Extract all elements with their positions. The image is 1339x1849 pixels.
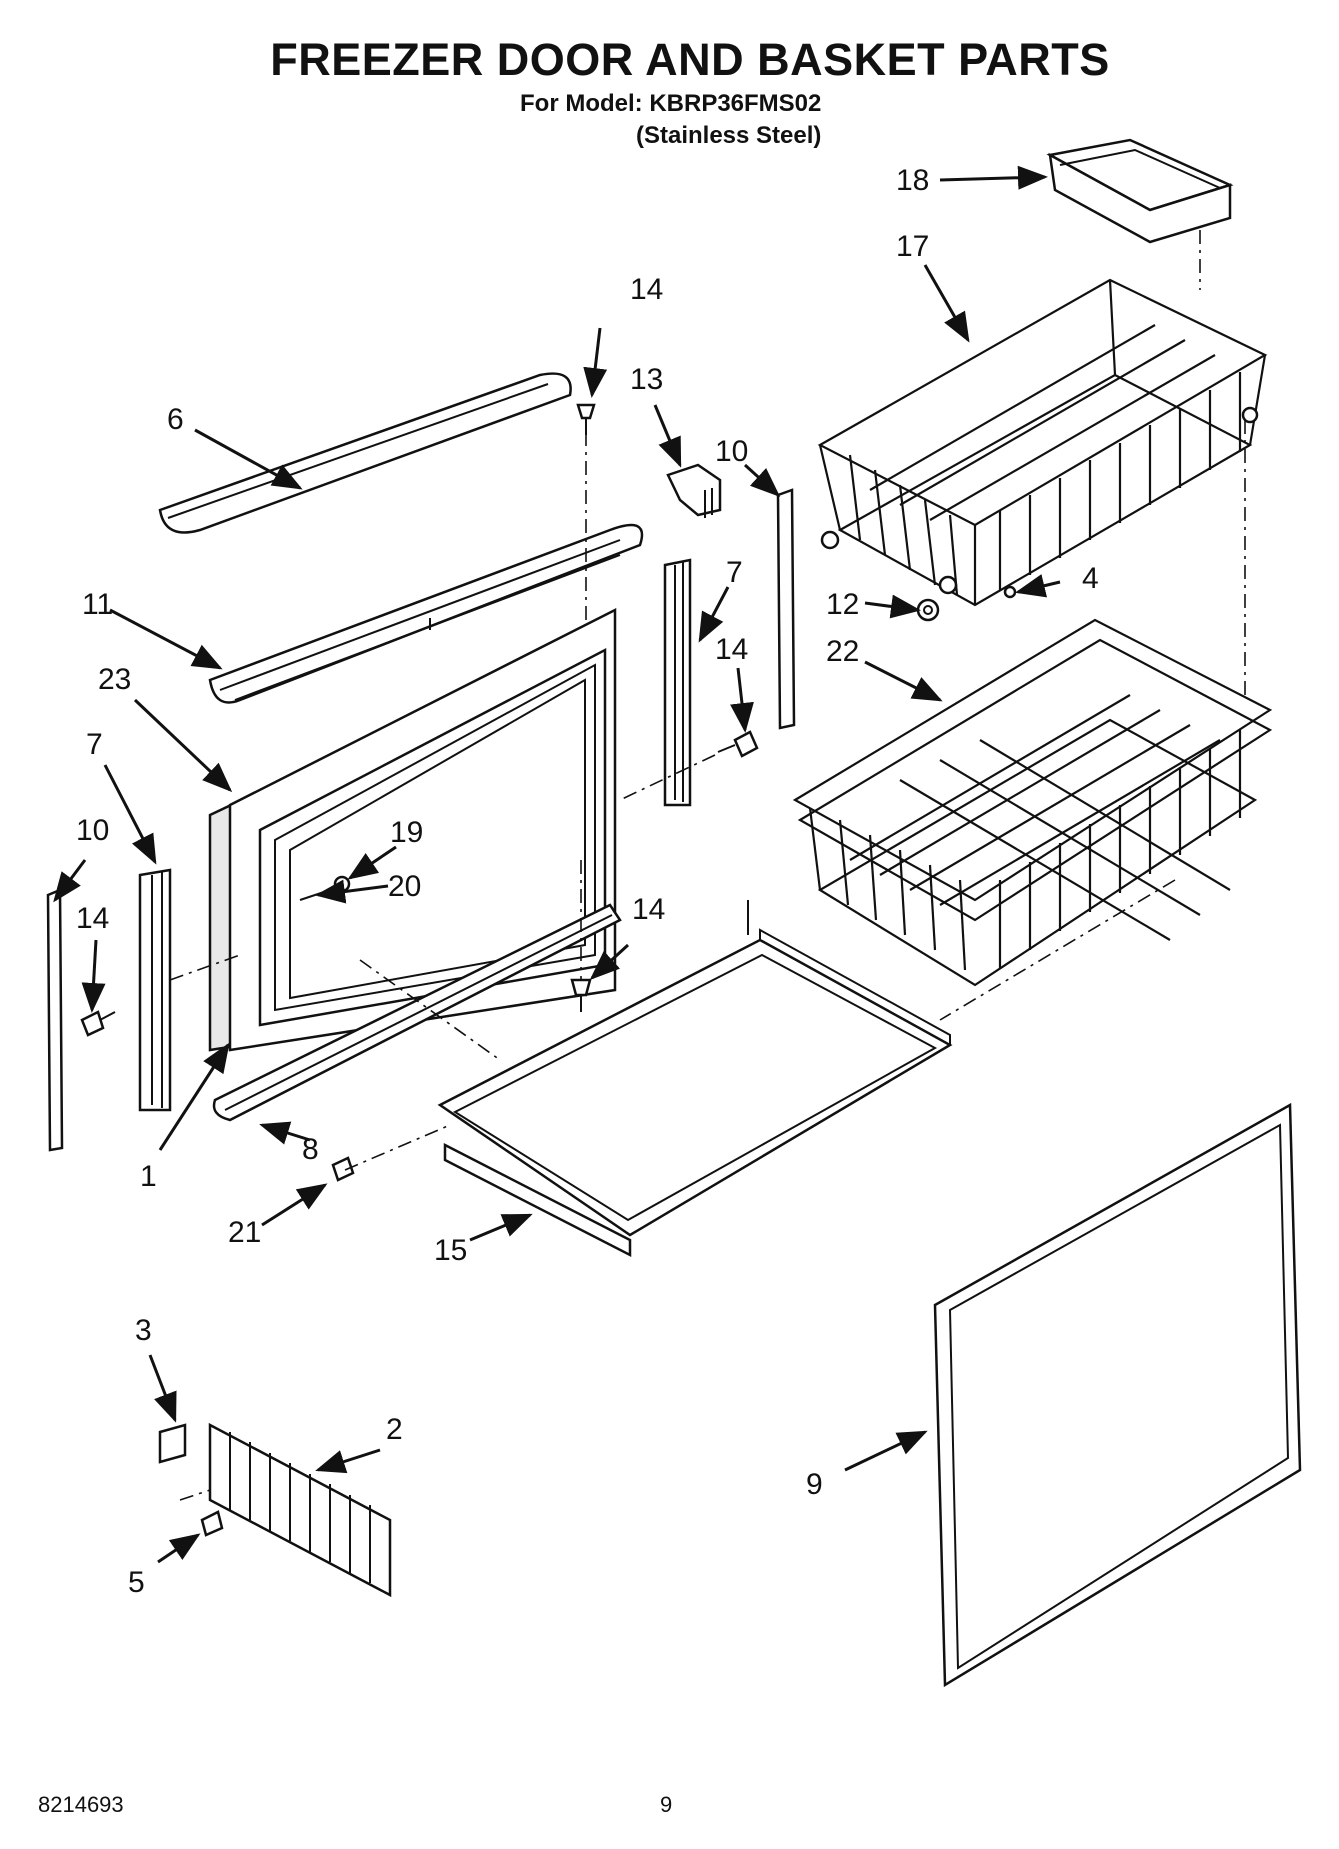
- callout-19: 19: [390, 816, 424, 849]
- lower-basket-part-22: [792, 618, 1273, 987]
- model-line: For Model: KBRP36FMS02: [520, 90, 822, 117]
- callout-22: 22: [826, 635, 860, 668]
- top-trim-channel-part-11: [208, 523, 644, 704]
- callout-8: 8: [302, 1133, 319, 1166]
- gasket-frame-part-9: [933, 1102, 1302, 1688]
- screw-part-14-lower: [570, 978, 592, 1012]
- callout-20: 20: [388, 870, 422, 903]
- alignment-lines: [169, 230, 1246, 1501]
- leader-arrows: [53, 165, 1061, 1564]
- fastener-part-4: [1003, 585, 1017, 599]
- door-panel-part-1-23: [208, 607, 617, 1052]
- callout-4: 4: [1082, 562, 1099, 595]
- callout-7-right: 7: [726, 556, 743, 589]
- divider-clip-part-3: [158, 1423, 187, 1464]
- callout-12: 12: [826, 588, 860, 621]
- callout-6: 6: [167, 403, 184, 436]
- callout-13: 13: [630, 363, 664, 396]
- callout-14-lower: 14: [632, 893, 666, 926]
- callout-1: 1: [140, 1160, 157, 1193]
- callout-21: 21: [228, 1216, 262, 1249]
- callout-11: 11: [82, 588, 114, 621]
- callout-3: 3: [135, 1314, 152, 1347]
- screw-part-14-left: [80, 1010, 116, 1037]
- top-trim-cover-part-6: [158, 372, 572, 534]
- divider-screw-part-5: [200, 1510, 224, 1537]
- page-number: 9: [660, 1792, 673, 1817]
- callout-5: 5: [128, 1566, 145, 1599]
- page-title: FREEZER DOOR AND BASKET PARTS: [270, 34, 1110, 85]
- callout-17: 17: [896, 230, 930, 263]
- document-number: 8214693: [38, 1792, 124, 1817]
- callout-15: 15: [434, 1234, 468, 1267]
- callout-7-left: 7: [86, 728, 103, 761]
- bottom-trim-part-8: [212, 903, 622, 1122]
- callout-23: 23: [98, 663, 132, 696]
- left-side-trim-part-7: [138, 868, 172, 1112]
- drawer-frame-part-15: [437, 900, 953, 1258]
- material-line: (Stainless Steel): [636, 122, 822, 149]
- screw-part-14-top: [576, 403, 596, 435]
- screw-part-14-mid: [717, 730, 759, 758]
- left-gasket-strip-part-10: [46, 888, 64, 1152]
- upper-basket-part-17: [817, 278, 1268, 607]
- bracket-part-13: [666, 463, 722, 518]
- washer-part-12: [916, 598, 940, 622]
- callout-10-left: 10: [76, 814, 110, 847]
- callout-10-right: 10: [715, 435, 749, 468]
- right-side-trim-part-7: [663, 558, 692, 807]
- callout-14-top: 14: [630, 273, 664, 306]
- right-gasket-strip-part-10: [776, 488, 796, 730]
- basket-divider-part-2: [208, 1422, 392, 1598]
- callout-18: 18: [896, 164, 930, 197]
- callout-9: 9: [806, 1468, 823, 1501]
- callout-2: 2: [386, 1413, 403, 1446]
- callout-14-mid: 14: [715, 633, 749, 666]
- screw-part-21: [331, 1156, 355, 1182]
- shelf-bin-part-18: [1046, 138, 1234, 244]
- callout-14-left: 14: [76, 902, 110, 935]
